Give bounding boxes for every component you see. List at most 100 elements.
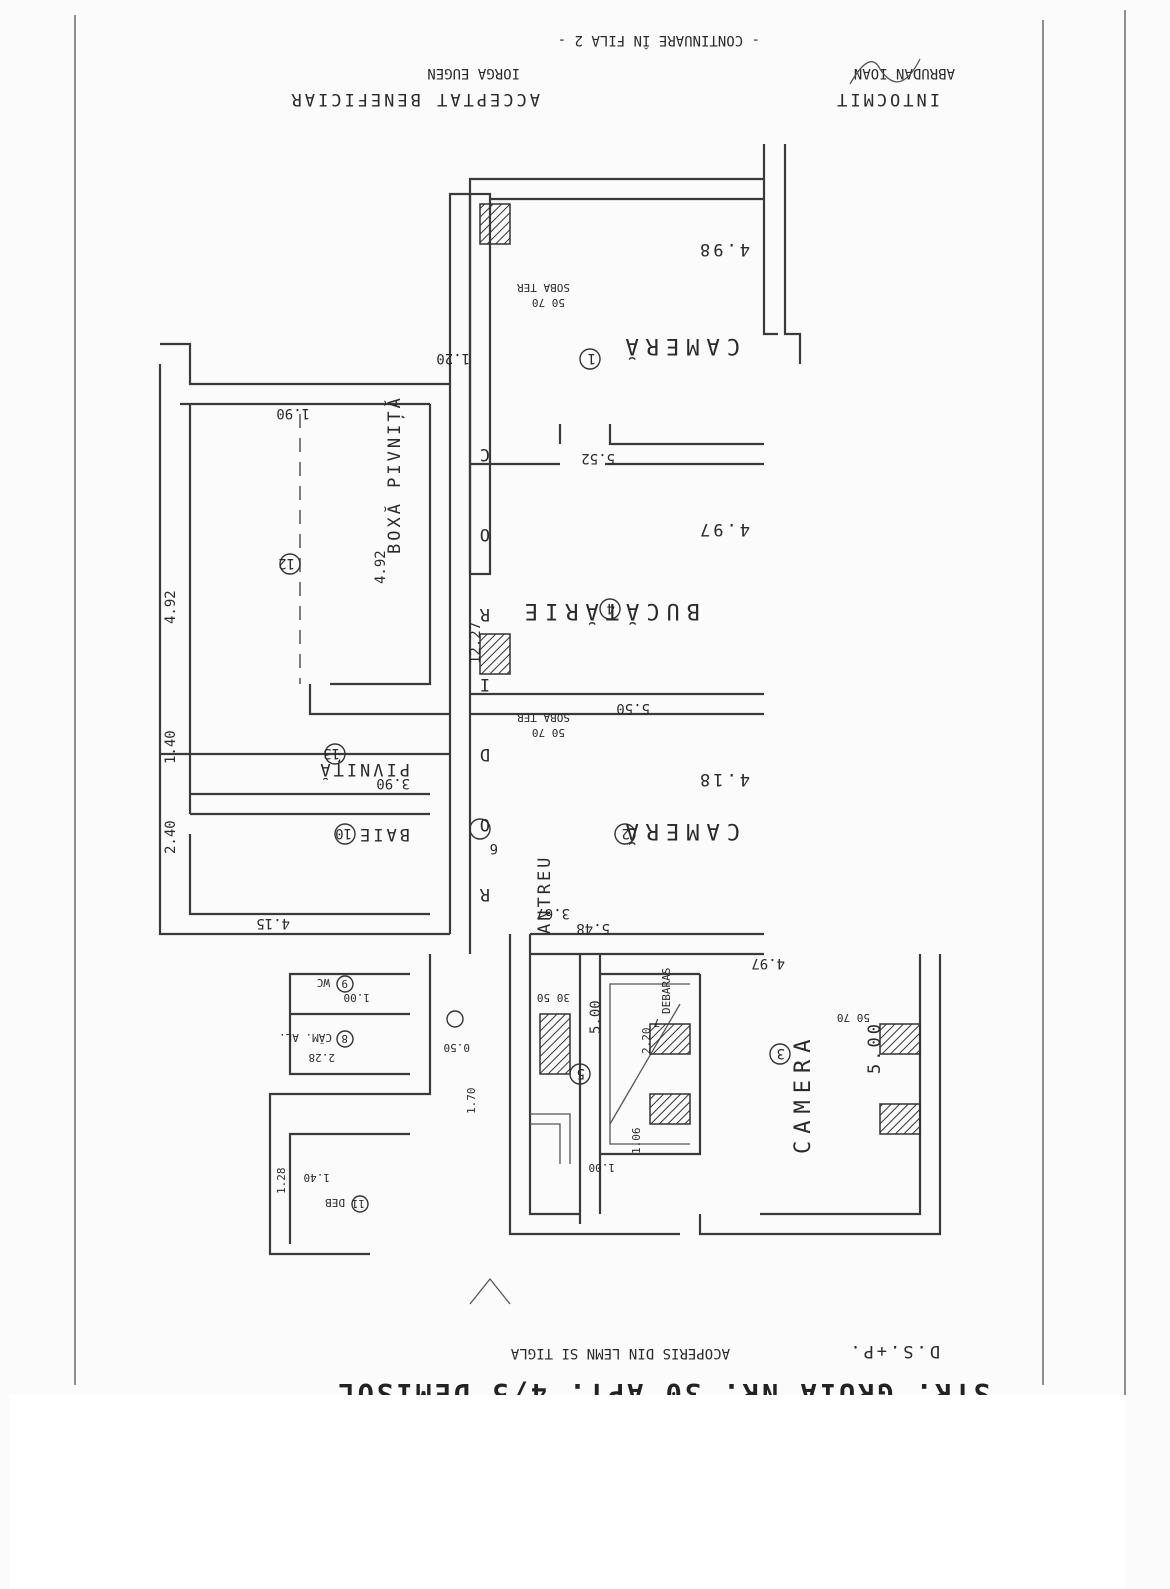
room-7-num: 7: [653, 1016, 660, 1029]
misc-dim-1: 1.70: [465, 1088, 478, 1115]
room-2-dim-b: 5.48: [576, 920, 610, 936]
stove-r1: [479, 203, 511, 245]
misc-dim-3: 1.00: [589, 1161, 616, 1174]
room-11-dim-a: 1.28: [275, 1168, 288, 1195]
wall-r12-bottom: [308, 684, 450, 716]
corridor-letter-o2: O: [477, 814, 490, 834]
room-7-dim: 2.20: [640, 1028, 653, 1055]
room-5-dim-b: 3.67: [536, 905, 570, 921]
title-accepted-label: ACCEPTAT BENEFICIAR: [289, 89, 540, 109]
misc-dim-5: 50 70: [837, 1011, 870, 1024]
room-circle-1: [579, 348, 601, 370]
entrance-arrow: [469, 1277, 511, 1305]
misc-dim-6: 30 50: [537, 991, 570, 1004]
room-2-dim-a: 4.18: [697, 769, 750, 789]
wall-r12-top: [160, 342, 450, 386]
wall-outer-2: [762, 144, 778, 336]
wall-small-rooms: [268, 954, 432, 1256]
chimney-antreu: [539, 1013, 571, 1075]
stair-outline: [609, 983, 690, 1145]
wall-wc: [288, 972, 410, 1076]
title-continuation: - CONTINUARE ÎN FILA 2 -: [558, 32, 760, 50]
room-3-dim-b: 4.97: [751, 955, 785, 971]
title-drawn-by: ABRUDAN IOAN: [854, 65, 955, 81]
room-3-dim-a: 5.00: [865, 1021, 885, 1074]
room-circle-7: [446, 1010, 464, 1028]
wall-r3-east: [528, 934, 580, 1216]
room-1-stove: SOBA TER: [517, 281, 570, 294]
room-circle-9: [336, 975, 354, 993]
room-6-num: 6: [490, 840, 498, 856]
room-1-dim-b: 5.52: [581, 450, 615, 466]
blank-margin: [10, 1395, 1125, 1589]
room-11-dim-b: 1.40: [304, 1171, 331, 1184]
room-3-num: 3: [777, 1045, 785, 1061]
corridor-letter-o1: O: [477, 524, 490, 544]
room-10-num: 10: [335, 825, 352, 841]
room-12-name: BOXĂ PIVNIȚĂ: [383, 395, 405, 554]
room-1-stove-dims: 50 70: [532, 296, 565, 309]
room-5-name: ANTREU: [535, 855, 555, 934]
room-13-num: 13: [323, 745, 340, 761]
room-6-dim-a: 12.27: [468, 622, 484, 664]
wall-deb: [288, 1132, 410, 1244]
wall-r10-inner: [188, 834, 430, 916]
steps-entrance-2: [530, 1123, 561, 1164]
room-circle-6: [469, 818, 491, 840]
room-1-name: CAMERĂ: [619, 333, 740, 359]
room-12-num: 12: [278, 555, 295, 571]
room-10-dim-a: 2.40: [163, 820, 179, 854]
wall-r3-outer: [698, 954, 942, 1236]
room-12-dim-b: 4.92: [163, 590, 179, 624]
wall-debaras: [600, 974, 702, 1156]
room-13-dim-b: 1.40: [163, 730, 179, 764]
room-13-name: PIVNIȚĂ: [317, 759, 410, 781]
corridor-letter-d: D: [477, 744, 490, 764]
stove-debaras-a: [649, 1023, 691, 1055]
room-circle-11: [351, 1195, 369, 1213]
room-11-name: DEB: [325, 1196, 345, 1209]
room-circle-8: [336, 1030, 354, 1048]
wall-r3-east2: [508, 934, 680, 1236]
room-1-dim-a: 4.98: [697, 239, 750, 259]
title-beneficiary-name: IORGA EUGEN: [427, 65, 520, 81]
wall-r10-bottom: [158, 814, 450, 936]
wall-r3-inner: [760, 954, 922, 1216]
footer-level-code: D.S.+P.: [847, 1341, 940, 1361]
room-circle-10: [334, 823, 356, 845]
room-2-name: CAMERĂ: [619, 818, 740, 844]
room-9-name: WC: [317, 976, 330, 989]
room-4-name: BUCĂTĂRIE: [518, 598, 700, 624]
room-10-name: BAIE: [357, 824, 410, 844]
stove-r2: [479, 633, 511, 675]
room-8-num: 8: [341, 1032, 348, 1045]
stove-r3-a: [879, 1023, 921, 1055]
stove-r3-b: [879, 1103, 921, 1135]
corridor-letter-r1: R: [477, 604, 490, 624]
room-12-dim-a: 4.92: [373, 550, 389, 584]
wall-r1-r4-a: [608, 424, 764, 446]
wall-outer-1: [783, 144, 802, 364]
room-2-stove-dims: 50 70: [532, 726, 565, 739]
room-5-num: 5: [577, 1065, 585, 1081]
footer-roof-note: ACOPERIS DIN LEMN SI TIGLA: [510, 1345, 730, 1361]
room-circle-4: [599, 598, 621, 620]
room-5-dim-a: 5.00: [588, 1000, 604, 1034]
corridor-letter-i: I: [477, 674, 490, 694]
room-4-num: 4: [607, 600, 615, 616]
room-4-dim-a: 4.97: [697, 519, 750, 539]
signature-mark: [849, 58, 921, 85]
room-circle-5: [569, 1063, 591, 1085]
room-circle-2: [614, 823, 636, 845]
room-circle-13: [324, 743, 346, 765]
steps-entrance: [530, 1113, 571, 1164]
room-9-dim: 1.00: [344, 991, 371, 1004]
room-11-num: 11: [352, 1197, 365, 1210]
title-drawn-label: INTOCMIT: [834, 89, 940, 109]
misc-dim-4: 1.06: [630, 1128, 643, 1155]
room-2-stove: SOBA TER: [517, 711, 570, 724]
stove-debaras-b: [649, 1093, 691, 1125]
room-9-num: 9: [341, 977, 348, 990]
